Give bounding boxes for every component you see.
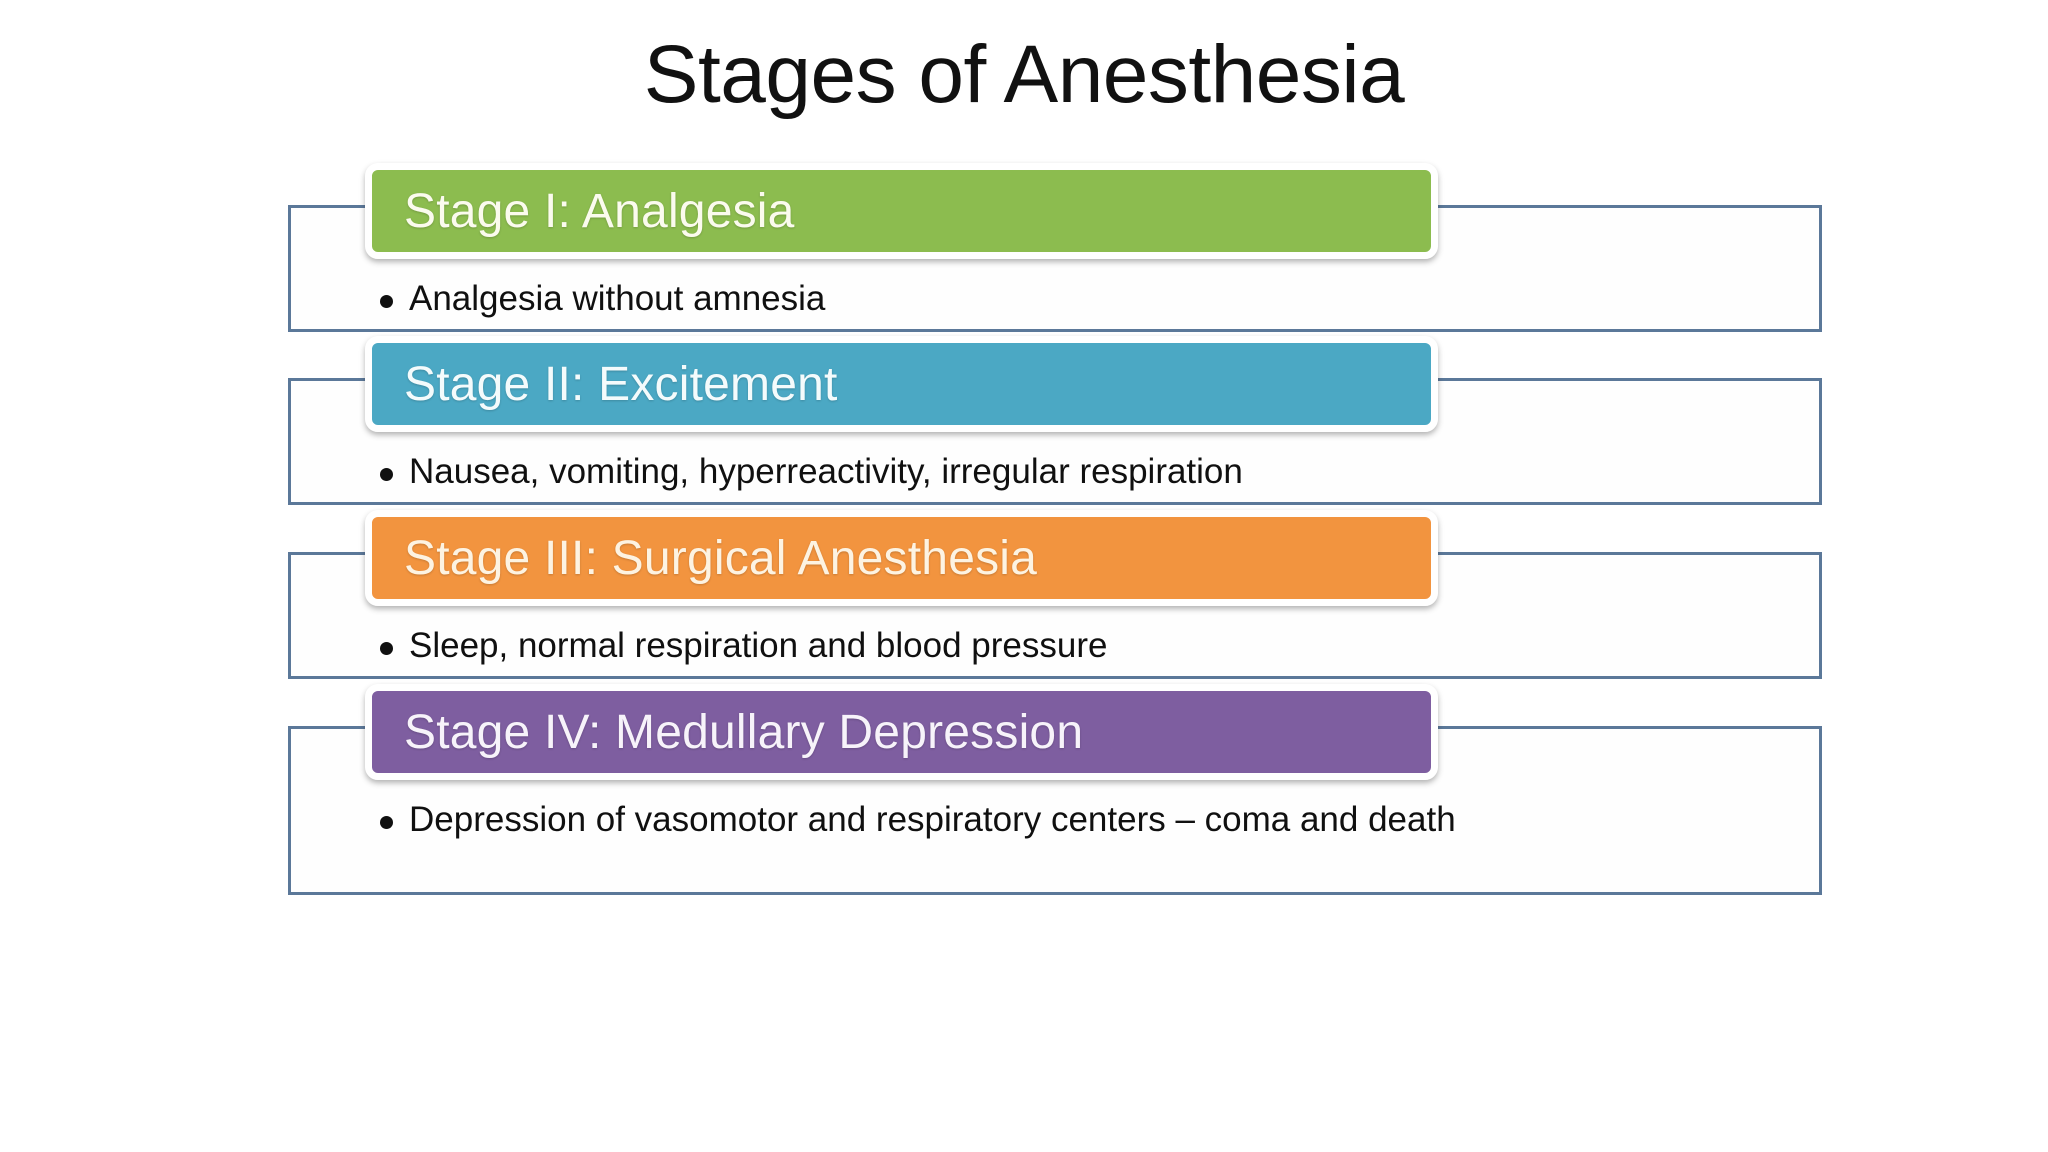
list-item: Sleep, normal respiration and blood pres… [380, 626, 1782, 667]
stage-header-bar-2[interactable]: Stage II: Excitement [365, 336, 1438, 432]
page-title: Stages of Anesthesia [643, 29, 1405, 120]
stage-body-1: Analgesia without amnesia [380, 279, 1782, 320]
stage-body-2: Nausea, vomiting, hyperreactivity, irreg… [380, 452, 1782, 493]
bullet-text: Depression of vasomotor and respiratory … [409, 800, 1456, 839]
stage-group-3: Stage III: Surgical Anesthesia Sleep, no… [288, 510, 1822, 679]
bullet-dot-icon [380, 816, 393, 829]
bullet-dot-icon [380, 468, 393, 481]
bullet-text: Sleep, normal respiration and blood pres… [409, 626, 1108, 665]
stage-header-label-1: Stage I: Analgesia [404, 184, 795, 238]
stage-group-4: Stage IV: Medullary Depression Depressio… [288, 684, 1822, 895]
stage-header-label-4: Stage IV: Medullary Depression [404, 705, 1084, 759]
list-item: Depression of vasomotor and respiratory … [380, 800, 1782, 841]
stage-header-bar-4[interactable]: Stage IV: Medullary Depression [365, 684, 1438, 780]
stage-group-2: Stage II: Excitement Nausea, vomiting, h… [288, 336, 1822, 505]
list-item: Nausea, vomiting, hyperreactivity, irreg… [380, 452, 1782, 493]
stage-body-4: Depression of vasomotor and respiratory … [380, 800, 1782, 841]
stage-body-3: Sleep, normal respiration and blood pres… [380, 626, 1782, 667]
bullet-text: Nausea, vomiting, hyperreactivity, irreg… [409, 452, 1243, 491]
stage-header-label-2: Stage II: Excitement [404, 357, 838, 411]
stage-group-1: Stage I: Analgesia Analgesia without amn… [288, 163, 1822, 332]
list-item: Analgesia without amnesia [380, 279, 1782, 320]
bullet-dot-icon [380, 642, 393, 655]
bullet-text: Analgesia without amnesia [409, 279, 826, 318]
stage-header-label-3: Stage III: Surgical Anesthesia [404, 531, 1038, 585]
stage-header-bar-1[interactable]: Stage I: Analgesia [365, 163, 1438, 259]
stage-header-bar-3[interactable]: Stage III: Surgical Anesthesia [365, 510, 1438, 606]
bullet-dot-icon [380, 295, 393, 308]
